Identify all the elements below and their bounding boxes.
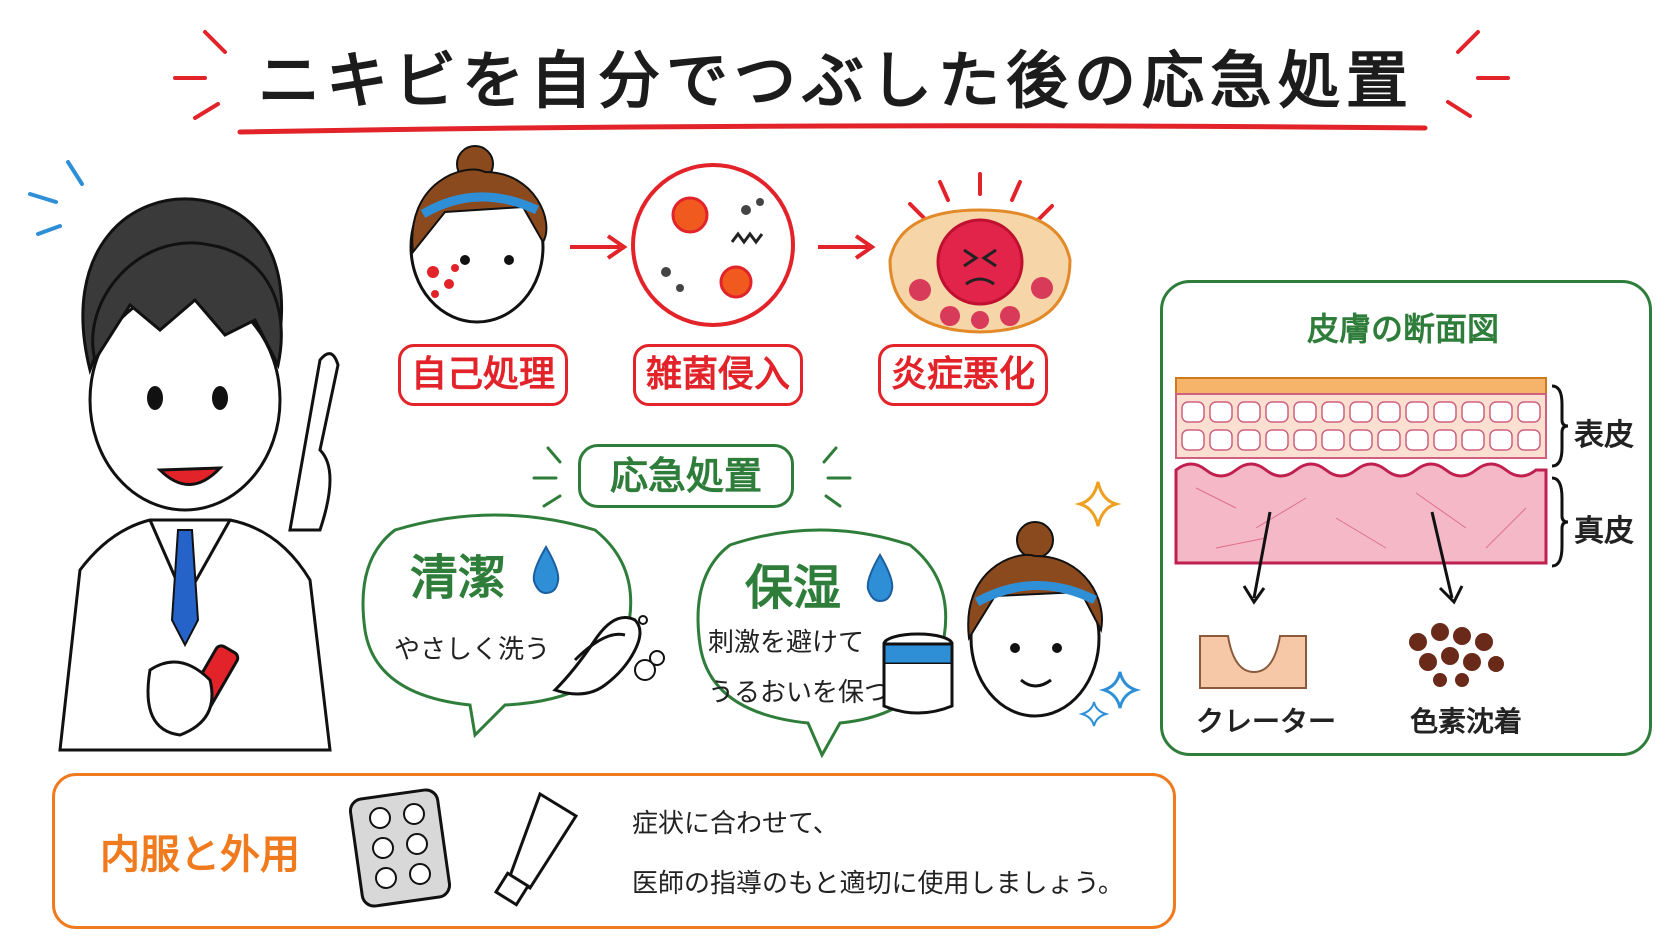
sparkle-icon xyxy=(1074,481,1122,527)
moisture-title: 保湿 xyxy=(745,560,842,616)
layer-bracket-epidermis xyxy=(1551,384,1569,468)
acne-spots-icon xyxy=(427,264,459,298)
surprise-lines-icon xyxy=(28,160,84,236)
pill-pack-icon xyxy=(348,788,452,908)
doctor-illustration xyxy=(28,160,340,752)
woman-face-acne-icon xyxy=(409,145,548,324)
skin-arrows xyxy=(1242,511,1464,605)
epidermis-label: 表皮 xyxy=(1574,418,1634,453)
arrow-right-icon xyxy=(818,234,876,260)
clean-title: 清潔 xyxy=(410,550,507,606)
page-title: ニキビを自分でつぶした後の応急処置 xyxy=(257,44,1414,117)
layer-bracket-dermis xyxy=(1551,476,1569,568)
medicine-text-1: 症状に合わせて、 xyxy=(632,809,839,839)
step-germ-invasion: 雑菌侵入 xyxy=(633,344,803,406)
emphasis-lines-left xyxy=(173,30,227,120)
happy-woman-face-icon xyxy=(967,521,1103,718)
moisture-text-1: 刺激を避けて xyxy=(708,628,865,658)
emphasis-lines-right xyxy=(1446,30,1510,118)
sparkle-icon xyxy=(1078,701,1110,727)
arrow-right-icon xyxy=(570,234,628,260)
clean-text: やさしく洗う xyxy=(394,635,551,665)
washing-hands-icon xyxy=(552,615,665,696)
water-drop-icon xyxy=(532,545,560,595)
step-inflammation: 炎症悪化 xyxy=(878,344,1048,406)
cream-jar-icon xyxy=(882,632,954,715)
skin-cross-section-panel xyxy=(1160,280,1652,756)
pigmentation-label: 色素沈着 xyxy=(1410,705,1523,738)
skin-title: 皮膚の断面図 xyxy=(1306,310,1499,348)
skin-layers-diagram xyxy=(1174,377,1548,565)
medicine-text-2: 医師の指導のもと適切に使用しましょう。 xyxy=(632,869,1124,899)
step-self-treatment: 自己処理 xyxy=(398,344,568,406)
moisture-text-2: うるおいを保つ xyxy=(708,678,891,708)
ointment-tube-icon xyxy=(493,791,579,907)
medicine-panel xyxy=(52,773,1176,929)
inflamed-pimple-icon xyxy=(888,172,1072,334)
pigmentation-dots-icon xyxy=(1409,623,1504,687)
germ-icon xyxy=(671,196,753,299)
first-aid-heading: 応急処置 xyxy=(578,444,794,508)
medicine-title: 内服と外用 xyxy=(100,832,300,878)
crater-label: クレーター xyxy=(1196,705,1337,738)
crater-icon xyxy=(1199,635,1307,689)
germs-circle-icon xyxy=(631,163,795,327)
dermis-label: 真皮 xyxy=(1574,514,1634,549)
sparkle-icon xyxy=(1098,671,1142,709)
water-drop-icon xyxy=(866,553,894,603)
